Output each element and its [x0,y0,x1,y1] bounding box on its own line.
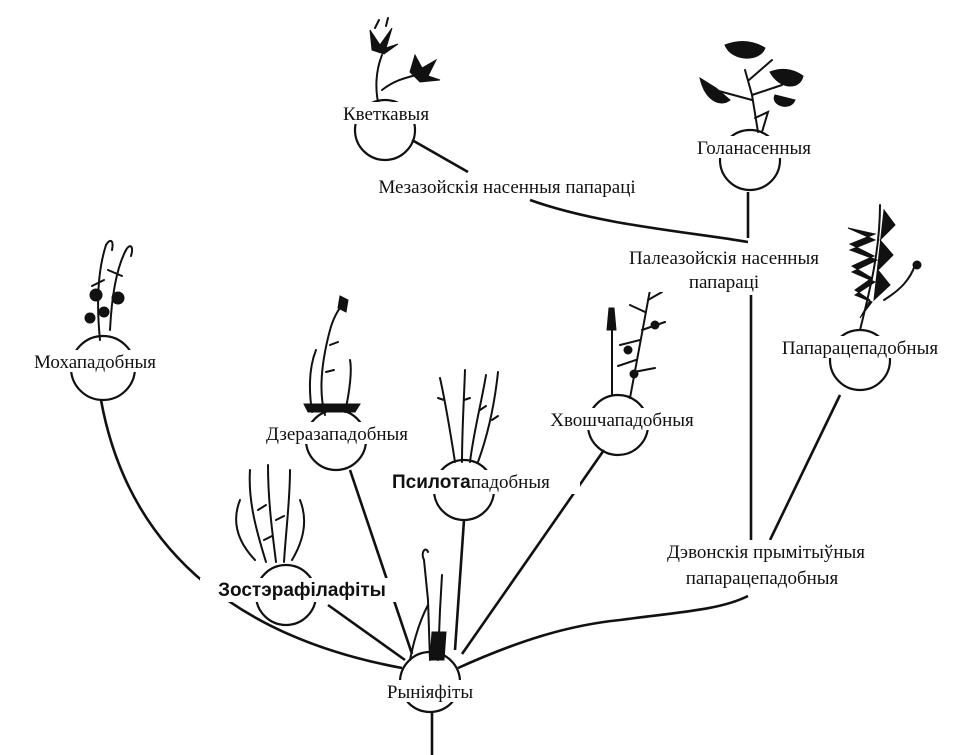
label-paleozoic-seed-ferns-line2: папараці [689,272,759,293]
flower-plant-icon [369,17,441,111]
zosterophyll-plant-icon [235,464,306,563]
label-moss: Мохападобныя [34,352,156,373]
moss-plant-icon [84,239,134,341]
edge-mesozoic-flower [411,138,469,174]
circle-flowering [353,98,417,162]
label-flowering: Кветкавыя [343,104,429,125]
label-rhyniophytes: Рыніяфіты [387,682,473,703]
label-psilotum-rest: падобныя [471,472,550,493]
label-zosterophylls: Зостэрафілафіты [218,580,386,601]
fern-plant-icon [847,204,922,331]
label-paleozoic-seed-ferns-line1: Палеазойскія насенныя [629,248,819,269]
ginkgo-plant-icon [699,41,804,133]
label-devonian-ferns-line1: Дэвонскія прымітыўныя [667,542,865,563]
label-club-moss: Дзеразападобныя [266,424,408,445]
label-psilotum-bold: Псилота [392,472,471,493]
edge-rhynia-zosterophyll [327,603,406,662]
psilotum-plant-icon [437,369,499,463]
horsetail-plant-icon [606,289,666,399]
label-ferns: Папарацепадобныя [782,338,938,359]
edges [99,138,842,755]
edge-rhynia-devonian [457,594,749,670]
label-devonian-ferns-line2: папарацепадобныя [686,568,839,589]
edge-rhynia-psilotum [453,519,466,651]
label-psilotum: Псилотападобныя [392,472,550,493]
edge-devonian-fern [768,394,842,541]
label-horsetail: Хвошчападобныя [550,410,694,431]
club-moss-plant-icon [303,295,361,416]
edge-paleozoic-mesozoic [529,198,749,244]
labels: Кветкавыя Голанасенныя Мезазойскія насен… [22,102,952,703]
label-mesozoic-seed-ferns: Мезазойскія насенныя папараці [378,177,635,198]
rhynia-plant-icon [409,548,447,661]
label-gymnosperm: Голанасенныя [697,138,811,159]
edge-rhynia-horsetail [460,449,606,655]
edge-rhynia-club-moss [348,469,414,655]
circle-gymnosperm [718,128,782,192]
